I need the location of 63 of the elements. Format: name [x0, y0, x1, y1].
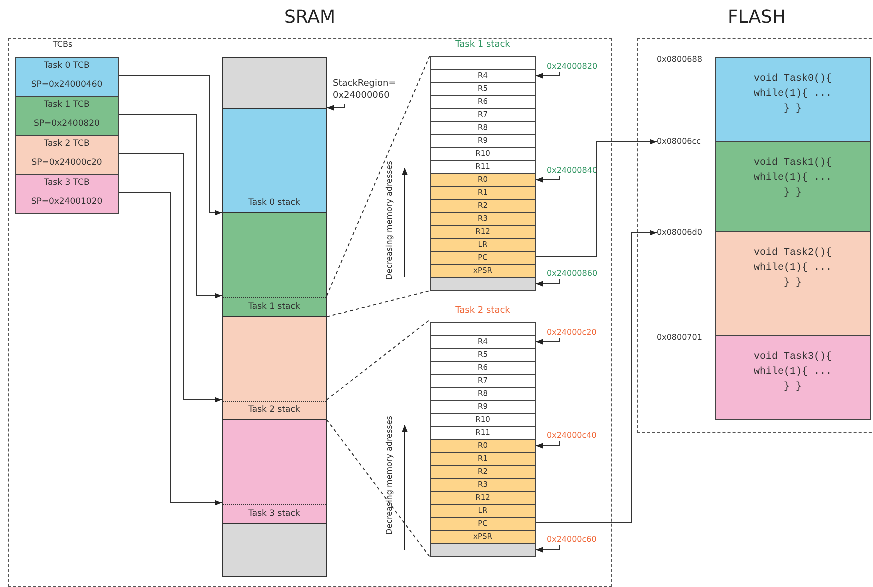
stack-region: [222, 316, 327, 420]
stack-pointer-value: SP=0x24001020: [30, 197, 104, 207]
arrow: [536, 176, 560, 183]
arrow: [536, 338, 560, 345]
address-label: 0x24000820: [547, 61, 613, 72]
tcb-name: Task 3 TCB: [43, 178, 91, 188]
region-title: FLASH: [726, 7, 788, 28]
zoom-guide-line: [326, 420, 430, 558]
address-note: StackRegion= 0x24000060: [333, 78, 413, 104]
stack-region: [222, 212, 327, 317]
tcb-box: [15, 174, 119, 214]
tcb-name: Task 0 TCB: [43, 61, 91, 71]
arrow: [118, 76, 222, 216]
arrow: [536, 278, 560, 287]
stack-name: Task 1 stack: [248, 302, 302, 312]
address-label: 0x0800688: [657, 54, 712, 66]
arrow: [118, 114, 222, 299]
address-label: 0x24000840: [547, 165, 613, 176]
arrow: [536, 544, 560, 553]
arrow: [536, 139, 658, 258]
region-title: SRAM: [283, 7, 337, 28]
arrow: [536, 72, 560, 79]
code-block: void Task3(){ while(1){ ... } }: [715, 335, 871, 420]
zoom-guide-line: [326, 290, 430, 318]
address-label: 0x24000c60: [547, 534, 613, 545]
arrow: [536, 230, 658, 524]
memory-block: [222, 57, 327, 109]
stack-region: [222, 419, 327, 524]
code-block: void Task0(){ while(1){ ... } }: [715, 57, 871, 142]
zoom-guide-line: [326, 56, 430, 296]
table-title: Task 2 stack: [454, 306, 512, 316]
address-label: 0x0800701: [657, 332, 712, 344]
address-label: 0x08006cc: [657, 136, 712, 148]
tcb-box: [15, 135, 119, 175]
zoom-guide-line: [326, 320, 430, 400]
address-label: 0x24000c40: [547, 430, 613, 441]
address-label: 0x08006d0: [657, 227, 712, 239]
stack-name: Task 2 stack: [248, 405, 302, 415]
tcb-name: Task 2 TCB: [43, 139, 91, 149]
stack-pointer-value: SP=0x24000460: [30, 80, 104, 90]
stack-pointer-value: SP=0x24000c20: [30, 158, 104, 168]
tcb-box: [15, 96, 119, 136]
tcb-name: Task 1 TCB: [43, 100, 91, 110]
stack-region: [222, 108, 327, 213]
address-label: 0x24000c20: [547, 327, 613, 338]
register-slot: [430, 277, 536, 291]
register-slot: [430, 543, 536, 557]
table-title: Task 1 stack: [454, 40, 512, 50]
arrow: [118, 154, 222, 403]
register-slot: [430, 322, 536, 336]
address-label: 0x24000860: [547, 268, 613, 279]
code-block: void Task1(){ while(1){ ... } }: [715, 141, 871, 232]
group-label: TCBs: [53, 40, 73, 49]
stack-name: Task 3 stack: [248, 509, 302, 519]
stack-name: Task 0 stack: [248, 198, 302, 208]
stack-pointer-value: SP=0x2400820: [33, 119, 101, 129]
code-block: void Task2(){ while(1){ ... } }: [715, 231, 871, 336]
arrow: [326, 104, 346, 111]
tcb-box: [15, 57, 119, 97]
arrow: [536, 440, 560, 449]
memory-block: [222, 523, 327, 577]
arrow: [118, 192, 222, 506]
register-slot: [430, 56, 536, 70]
